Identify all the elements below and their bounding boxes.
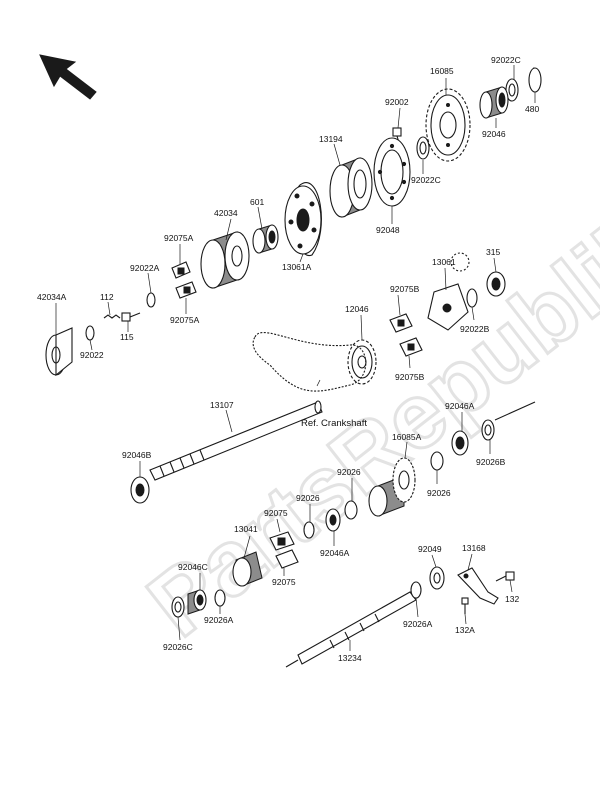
part-92046C-bearing: [187, 589, 207, 615]
part-92048-flange: [373, 137, 411, 207]
label-16085A: 16085A: [392, 432, 422, 442]
part-16085-sprocket: [425, 88, 471, 162]
part-112-spring: [103, 314, 121, 319]
label-13041: 13041: [234, 524, 258, 534]
part-92046A-bearing-lower: [325, 508, 341, 532]
part-42034A-pulley: [45, 327, 73, 377]
label-92026B: 92026B: [476, 457, 506, 467]
label-315: 315: [486, 247, 500, 257]
part-115-bolt: [121, 312, 141, 322]
part-92026-washer-c: [303, 521, 315, 539]
label-92022C-mid: 92022C: [411, 175, 441, 185]
label-92049: 92049: [418, 544, 442, 554]
label-92026C: 92026C: [163, 642, 193, 652]
label-13168: 13168: [462, 543, 486, 553]
part-92026C-washer: [171, 596, 185, 618]
label-16085: 16085: [430, 66, 454, 76]
label-42034A: 42034A: [37, 292, 67, 302]
label-92046A-bot: 92046A: [320, 548, 350, 558]
label-13234: 13234: [338, 653, 362, 663]
part-92049-seal: [429, 566, 445, 590]
part-13107-shaft: [149, 400, 323, 481]
part-92046A-bearing-upper: [451, 430, 469, 456]
label-92002: 92002: [385, 97, 409, 107]
label-115: 115: [120, 332, 134, 342]
part-92022C-top: [505, 78, 519, 102]
label-92046A-top: 92046A: [445, 401, 475, 411]
part-92026A-left-washer: [214, 589, 226, 607]
label-92075B-top: 92075B: [390, 284, 420, 294]
part-92022-washer: [85, 325, 95, 341]
label-13061A: 13061A: [282, 262, 312, 272]
part-92075B-lower: [399, 337, 423, 357]
label-ref-crankshaft: Ref. Crankshaft: [301, 418, 367, 429]
part-92022C-mid: [416, 136, 430, 160]
label-92075-top: 92075: [264, 508, 288, 518]
label-92026-a: 92026: [427, 488, 451, 498]
label-12046: 12046: [345, 304, 369, 314]
part-16085A-gear: [368, 457, 416, 517]
label-92026-c: 92026: [296, 493, 320, 503]
label-601: 601: [250, 197, 264, 207]
part-92075-upper: [269, 531, 295, 551]
label-92046-top: 92046: [482, 129, 506, 139]
part-42034-drum: [200, 231, 250, 289]
part-92046-top: [479, 86, 509, 119]
part-315-bearing: [486, 271, 506, 297]
part-92026A-right-washer: [410, 581, 422, 599]
label-13061: 13061: [432, 257, 456, 267]
part-92046B-bearing: [130, 476, 150, 504]
label-13194: 13194: [319, 134, 343, 144]
part-601-bearing: [252, 224, 279, 254]
label-92026-b: 92026: [337, 467, 361, 477]
part-480: [528, 67, 542, 93]
part-92075-lower: [275, 549, 299, 569]
label-42034: 42034: [214, 208, 238, 218]
label-92075A-bot: 92075A: [170, 315, 200, 325]
label-92022B: 92022B: [460, 324, 490, 334]
part-92026B-washer: [481, 419, 495, 441]
drive-chain: [252, 332, 367, 392]
leader-lines: [55, 65, 536, 651]
label-92022A: 92022A: [130, 263, 160, 273]
part-132-bolt: [495, 571, 515, 582]
front-direction-arrow-icon: [39, 54, 97, 100]
shaft-axis-line: [494, 401, 536, 421]
label-92022: 92022: [80, 350, 104, 360]
part-labels: 16085 92022C 480 92002 92046 13194 92022…: [37, 55, 539, 663]
label-92048: 92048: [376, 225, 400, 235]
label-92046C: 92046C: [178, 562, 208, 572]
label-92075A-top: 92075A: [164, 233, 194, 243]
label-92026A-left: 92026A: [204, 615, 234, 625]
part-13061-hub: [427, 252, 470, 331]
part-92022A-washer: [146, 292, 156, 308]
label-112: 112: [100, 292, 114, 302]
part-92075B-upper: [389, 313, 413, 333]
part-92026-washer-a: [430, 451, 444, 471]
label-132A: 132A: [455, 625, 475, 635]
label-92022C-top: 92022C: [491, 55, 521, 65]
label-480: 480: [525, 104, 539, 114]
label-92075B-bot: 92075B: [395, 372, 425, 382]
part-132A-bolt: [461, 597, 469, 614]
part-13041-hub: [232, 551, 263, 587]
part-13168-lever: [457, 567, 499, 605]
label-92046B: 92046B: [122, 450, 152, 460]
part-92026-washer-b: [344, 500, 358, 520]
part-12046-sprocket: [347, 339, 377, 385]
label-92026A-right: 92026A: [403, 619, 433, 629]
part-13061A-hub: [284, 182, 322, 256]
part-13194-clutch: [329, 157, 373, 218]
label-92075-bot: 92075: [272, 577, 296, 587]
part-92075A-lower: [175, 281, 197, 299]
part-92075A-upper: [171, 261, 191, 279]
label-132: 132: [505, 594, 519, 604]
part-92022B-washer: [466, 288, 478, 308]
label-13107: 13107: [210, 400, 234, 410]
